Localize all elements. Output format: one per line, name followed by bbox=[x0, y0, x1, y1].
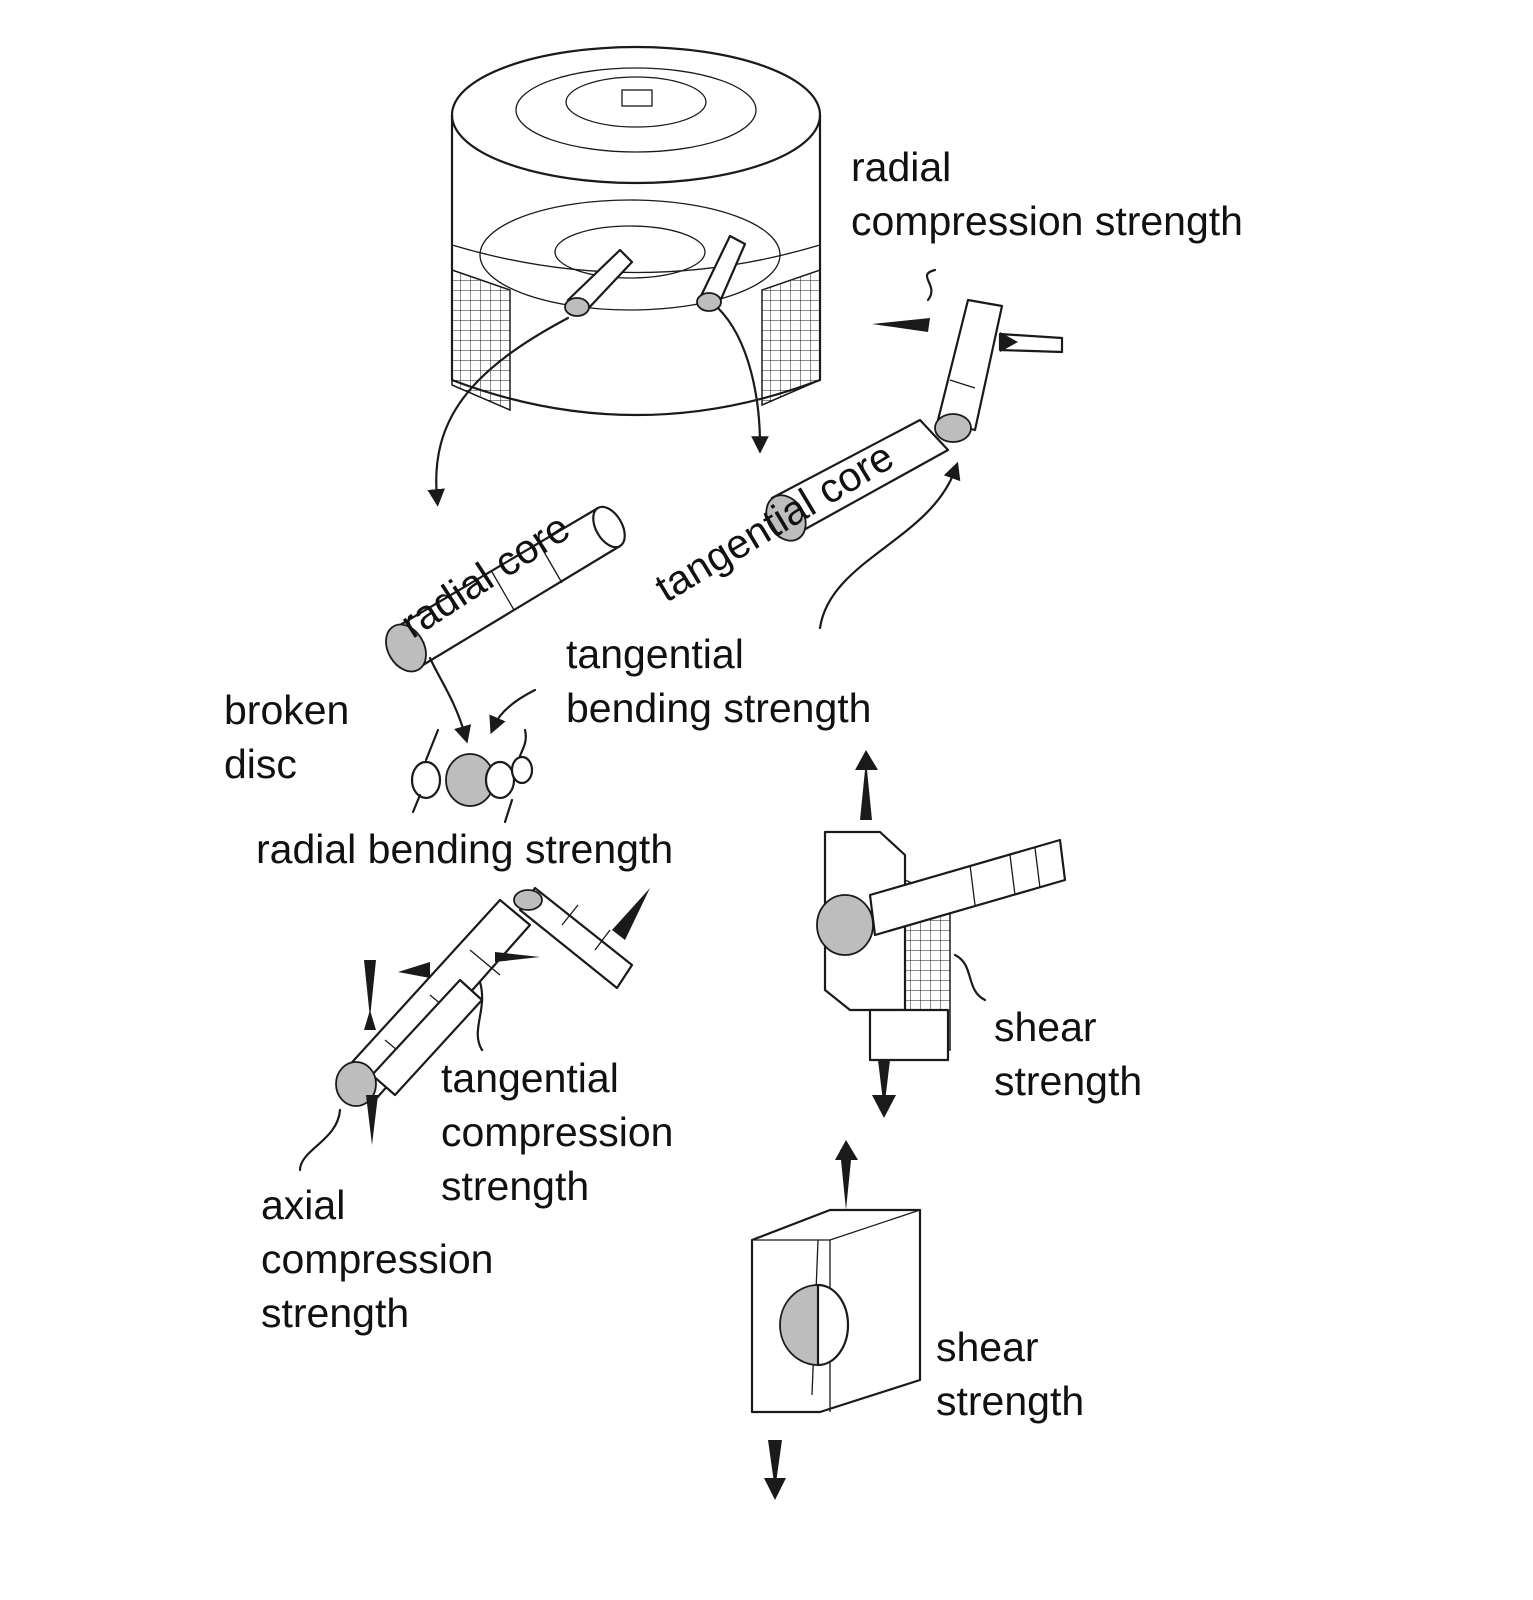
label-shear-upper-line1: shear bbox=[994, 1004, 1097, 1050]
label-broken-disc-line2: disc bbox=[224, 741, 297, 787]
label-tangential-compression-line2: compression bbox=[441, 1109, 674, 1155]
label-shear-lower-line1: shear bbox=[936, 1324, 1039, 1370]
label-axial-compression-line1: axial bbox=[261, 1182, 346, 1228]
label-shear-lower-line2: strength bbox=[936, 1378, 1085, 1424]
shear-apparatus-lower bbox=[750, 1140, 922, 1500]
compression-bending-specimens bbox=[298, 886, 650, 1172]
label-tangential-compression-line3: strength bbox=[441, 1163, 590, 1209]
label-tangential-bending-line1: tangential bbox=[566, 631, 744, 677]
broken-disc-illustration bbox=[410, 688, 537, 824]
shear-apparatus-upper bbox=[816, 750, 1067, 1118]
label-shear-upper-line2: strength bbox=[994, 1058, 1143, 1104]
label-tangential-compression-line1: tangential bbox=[441, 1055, 619, 1101]
log-cylinder-illustration bbox=[450, 45, 822, 417]
label-tangential-bending-line2: bending strength bbox=[566, 685, 872, 731]
extraction-arrows bbox=[427, 306, 769, 507]
radial-core-illustration bbox=[385, 505, 626, 744]
label-radial-bending: radial bending strength bbox=[256, 826, 674, 872]
label-broken-disc-line1: broken bbox=[224, 687, 350, 733]
label-axial-compression-line2: compression bbox=[261, 1236, 494, 1282]
label-radial-compression-line2: compression strength bbox=[851, 198, 1243, 244]
label-axial-compression-line3: strength bbox=[261, 1290, 410, 1336]
tangential-core-illustration bbox=[765, 268, 1064, 630]
label-radial-compression-line1: radial bbox=[851, 144, 952, 190]
